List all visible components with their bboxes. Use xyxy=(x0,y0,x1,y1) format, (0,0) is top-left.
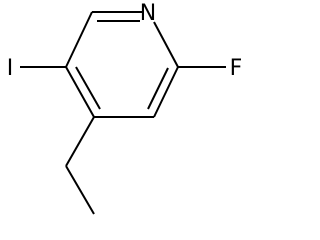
bond-c4-c5-inner xyxy=(75,66,101,110)
bond-c5-c6 xyxy=(65,11,93,68)
bond-c4-c5 xyxy=(65,66,95,118)
bond-c2-c3 xyxy=(153,66,179,118)
atom-label-iodine: I xyxy=(7,56,14,81)
ring-bonds xyxy=(65,11,179,118)
molecule-drawing: N F I xyxy=(7,1,243,215)
atom-label-nitrogen: N xyxy=(140,1,156,26)
bond-n1-c2 xyxy=(153,21,179,68)
bond-ethyl-ch3 xyxy=(65,165,95,215)
structure-diagram: N F I xyxy=(7,1,243,215)
bond-c2-c3-inner xyxy=(147,67,169,110)
substituent-bonds xyxy=(20,66,226,215)
bond-c4-ethyl xyxy=(65,116,95,167)
atom-label-fluorine: F xyxy=(230,56,243,81)
